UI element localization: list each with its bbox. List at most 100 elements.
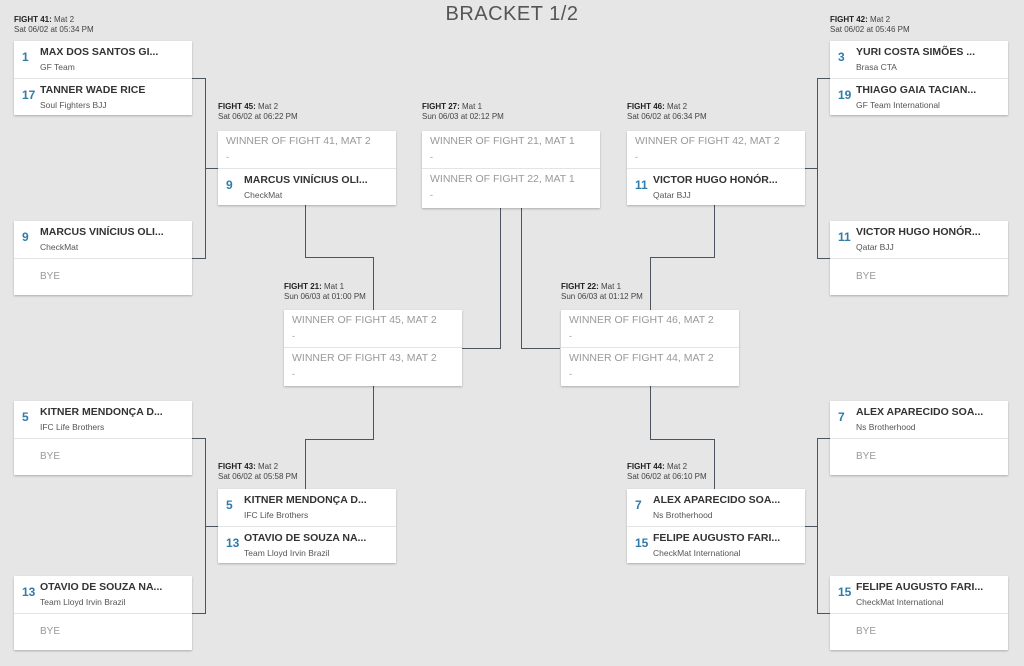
fight-42-header: FIGHT 42: Mat 2 Sat 06/02 at 05:46 PM: [830, 15, 910, 34]
competitor-name: KITNER MENDONÇA D...: [244, 494, 367, 506]
seed-number: 15: [635, 536, 649, 550]
fight-46-header: FIGHT 46: Mat 2 Sat 06/02 at 06:34 PM: [627, 102, 707, 121]
bye-slot: BYE: [14, 613, 192, 650]
winner-placeholder-slot[interactable]: WINNER OF FIGHT 46, MAT 2 -: [561, 310, 739, 347]
competitor-slot[interactable]: 7 ALEX APARECIDO SOA... Ns Brotherhood: [627, 489, 805, 526]
seed-number: 5: [22, 410, 29, 424]
match-card-fight-27[interactable]: WINNER OF FIGHT 21, MAT 1 - WINNER OF FI…: [422, 131, 600, 208]
match-card-fight-41[interactable]: 1 MAX DOS SANTOS GI... GF Team 17 TANNER…: [14, 41, 192, 115]
competitor-slot[interactable]: 15 FELIPE AUGUSTO FARI... CheckMat Inter…: [830, 576, 1008, 613]
team-name: IFC Life Brothers: [40, 422, 105, 432]
team-name: Qatar BJJ: [856, 242, 894, 252]
bye-label: BYE: [40, 626, 61, 637]
competitor-slot[interactable]: 9 MARCUS VINÍCIUS OLI... CheckMat: [218, 168, 396, 205]
match-card-seed-5[interactable]: 5 KITNER MENDONÇA D... IFC Life Brothers…: [14, 401, 192, 475]
competitor-name: MAX DOS SANTOS GI...: [40, 46, 159, 58]
seed-number: 13: [226, 536, 240, 550]
competitor-name: ALEX APARECIDO SOA...: [653, 494, 781, 506]
placeholder-dash: -: [226, 152, 229, 162]
team-name: CheckMat: [40, 242, 79, 252]
competitor-name: MARCUS VINÍCIUS OLI...: [40, 226, 164, 238]
competitor-slot[interactable]: 7 ALEX APARECIDO SOA... Ns Brotherhood: [830, 401, 1008, 438]
bye-label: BYE: [856, 271, 877, 282]
fight-27-header: FIGHT 27: Mat 1 Sun 06/03 at 02:12 PM: [422, 102, 504, 121]
bye-slot: BYE: [830, 613, 1008, 650]
winner-placeholder-slot[interactable]: WINNER OF FIGHT 22, MAT 1 -: [422, 168, 600, 205]
team-name: CheckMat International: [653, 548, 741, 558]
match-card-fight-45[interactable]: WINNER OF FIGHT 41, MAT 2 - 9 MARCUS VIN…: [218, 131, 396, 205]
team-name: Brasa CTA: [856, 62, 897, 72]
fight-45-header: FIGHT 45: Mat 2 Sat 06/02 at 06:22 PM: [218, 102, 298, 121]
fight-41-header: FIGHT 41: Mat 2 Sat 06/02 at 05:34 PM: [14, 15, 94, 34]
placeholder-dash: -: [430, 152, 433, 162]
team-name: Team Lloyd Irvin Brazil: [40, 597, 126, 607]
match-card-fight-46[interactable]: WINNER OF FIGHT 42, MAT 2 - 11 VICTOR HU…: [627, 131, 805, 205]
competitor-slot[interactable]: 13 OTAVIO DE SOUZA NA... Team Lloyd Irvi…: [218, 526, 396, 563]
fight-21-header: FIGHT 21: Mat 1 Sun 06/03 at 01:00 PM: [284, 282, 366, 301]
team-name: GF Team: [40, 62, 75, 72]
team-name: Ns Brotherhood: [653, 510, 713, 520]
match-card-seed-9[interactable]: 9 MARCUS VINÍCIUS OLI... CheckMat BYE: [14, 221, 192, 295]
match-card-fight-21[interactable]: WINNER OF FIGHT 45, MAT 2 - WINNER OF FI…: [284, 310, 462, 386]
match-card-seed-7[interactable]: 7 ALEX APARECIDO SOA... Ns Brotherhood B…: [830, 401, 1008, 475]
competitor-slot[interactable]: 9 MARCUS VINÍCIUS OLI... CheckMat: [14, 221, 192, 258]
winner-placeholder-slot[interactable]: WINNER OF FIGHT 42, MAT 2 -: [627, 131, 805, 168]
team-name: Team Lloyd Irvin Brazil: [244, 548, 330, 558]
fight-44-header: FIGHT 44: Mat 2 Sat 06/02 at 06:10 PM: [627, 462, 707, 481]
match-card-fight-44[interactable]: 7 ALEX APARECIDO SOA... Ns Brotherhood 1…: [627, 489, 805, 563]
match-card-fight-22[interactable]: WINNER OF FIGHT 46, MAT 2 - WINNER OF FI…: [561, 310, 739, 386]
winner-of-label: WINNER OF FIGHT 43, MAT 2: [292, 352, 437, 364]
bye-label: BYE: [856, 626, 877, 637]
placeholder-dash: -: [569, 331, 572, 341]
seed-number: 11: [635, 178, 648, 192]
placeholder-dash: -: [569, 369, 572, 379]
competitor-slot[interactable]: 3 YURI COSTA SIMÕES ... Brasa CTA: [830, 41, 1008, 78]
competitor-slot[interactable]: 11 VICTOR HUGO HONÓR... Qatar BJJ: [830, 221, 1008, 258]
competitor-slot[interactable]: 15 FELIPE AUGUSTO FARI... CheckMat Inter…: [627, 526, 805, 563]
winner-placeholder-slot[interactable]: WINNER OF FIGHT 43, MAT 2 -: [284, 347, 462, 384]
competitor-slot[interactable]: 1 MAX DOS SANTOS GI... GF Team: [14, 41, 192, 78]
placeholder-dash: -: [430, 190, 433, 200]
match-card-seed-11[interactable]: 11 VICTOR HUGO HONÓR... Qatar BJJ BYE: [830, 221, 1008, 295]
competitor-name: VICTOR HUGO HONÓR...: [856, 226, 981, 238]
winner-placeholder-slot[interactable]: WINNER OF FIGHT 45, MAT 2 -: [284, 310, 462, 347]
winner-placeholder-slot[interactable]: WINNER OF FIGHT 21, MAT 1 -: [422, 131, 600, 168]
competitor-name: OTAVIO DE SOUZA NA...: [244, 532, 367, 544]
competitor-name: VICTOR HUGO HONÓR...: [653, 174, 778, 186]
winner-of-label: WINNER OF FIGHT 42, MAT 2: [635, 135, 780, 147]
bye-slot: BYE: [830, 258, 1008, 295]
seed-number: 3: [838, 50, 845, 64]
bye-label: BYE: [40, 271, 61, 282]
competitor-slot[interactable]: 11 VICTOR HUGO HONÓR... Qatar BJJ: [627, 168, 805, 205]
bye-slot: BYE: [14, 438, 192, 475]
seed-number: 9: [22, 230, 29, 244]
match-card-seed-13[interactable]: 13 OTAVIO DE SOUZA NA... Team Lloyd Irvi…: [14, 576, 192, 650]
winner-of-label: WINNER OF FIGHT 44, MAT 2: [569, 352, 714, 364]
seed-number: 13: [22, 585, 36, 599]
competitor-slot[interactable]: 5 KITNER MENDONÇA D... IFC Life Brothers: [14, 401, 192, 438]
winner-placeholder-slot[interactable]: WINNER OF FIGHT 41, MAT 2 -: [218, 131, 396, 168]
fight-22-header: FIGHT 22: Mat 1 Sun 06/03 at 01:12 PM: [561, 282, 643, 301]
bye-slot: BYE: [830, 438, 1008, 475]
competitor-slot[interactable]: 13 OTAVIO DE SOUZA NA... Team Lloyd Irvi…: [14, 576, 192, 613]
competitor-slot[interactable]: 19 THIAGO GAIA TACIAN... GF Team Interna…: [830, 78, 1008, 115]
winner-placeholder-slot[interactable]: WINNER OF FIGHT 44, MAT 2 -: [561, 347, 739, 384]
competitor-name: ALEX APARECIDO SOA...: [856, 406, 984, 418]
bye-label: BYE: [40, 451, 61, 462]
seed-number: 5: [226, 498, 233, 512]
competitor-slot[interactable]: 17 TANNER WADE RICE Soul Fighters BJJ: [14, 78, 192, 115]
placeholder-dash: -: [292, 331, 295, 341]
seed-number: 15: [838, 585, 852, 599]
competitor-name: MARCUS VINÍCIUS OLI...: [244, 174, 368, 186]
seed-number: 19: [838, 88, 852, 102]
competitor-name: FELIPE AUGUSTO FARI...: [653, 532, 781, 544]
match-card-fight-43[interactable]: 5 KITNER MENDONÇA D... IFC Life Brothers…: [218, 489, 396, 563]
winner-of-label: WINNER OF FIGHT 45, MAT 2: [292, 314, 437, 326]
seed-number: 9: [226, 178, 233, 192]
winner-of-label: WINNER OF FIGHT 41, MAT 2: [226, 135, 371, 147]
winner-of-label: WINNER OF FIGHT 46, MAT 2: [569, 314, 714, 326]
match-card-seed-15[interactable]: 15 FELIPE AUGUSTO FARI... CheckMat Inter…: [830, 576, 1008, 650]
competitor-slot[interactable]: 5 KITNER MENDONÇA D... IFC Life Brothers: [218, 489, 396, 526]
match-card-fight-42[interactable]: 3 YURI COSTA SIMÕES ... Brasa CTA 19 THI…: [830, 41, 1008, 115]
team-name: CheckMat International: [856, 597, 944, 607]
